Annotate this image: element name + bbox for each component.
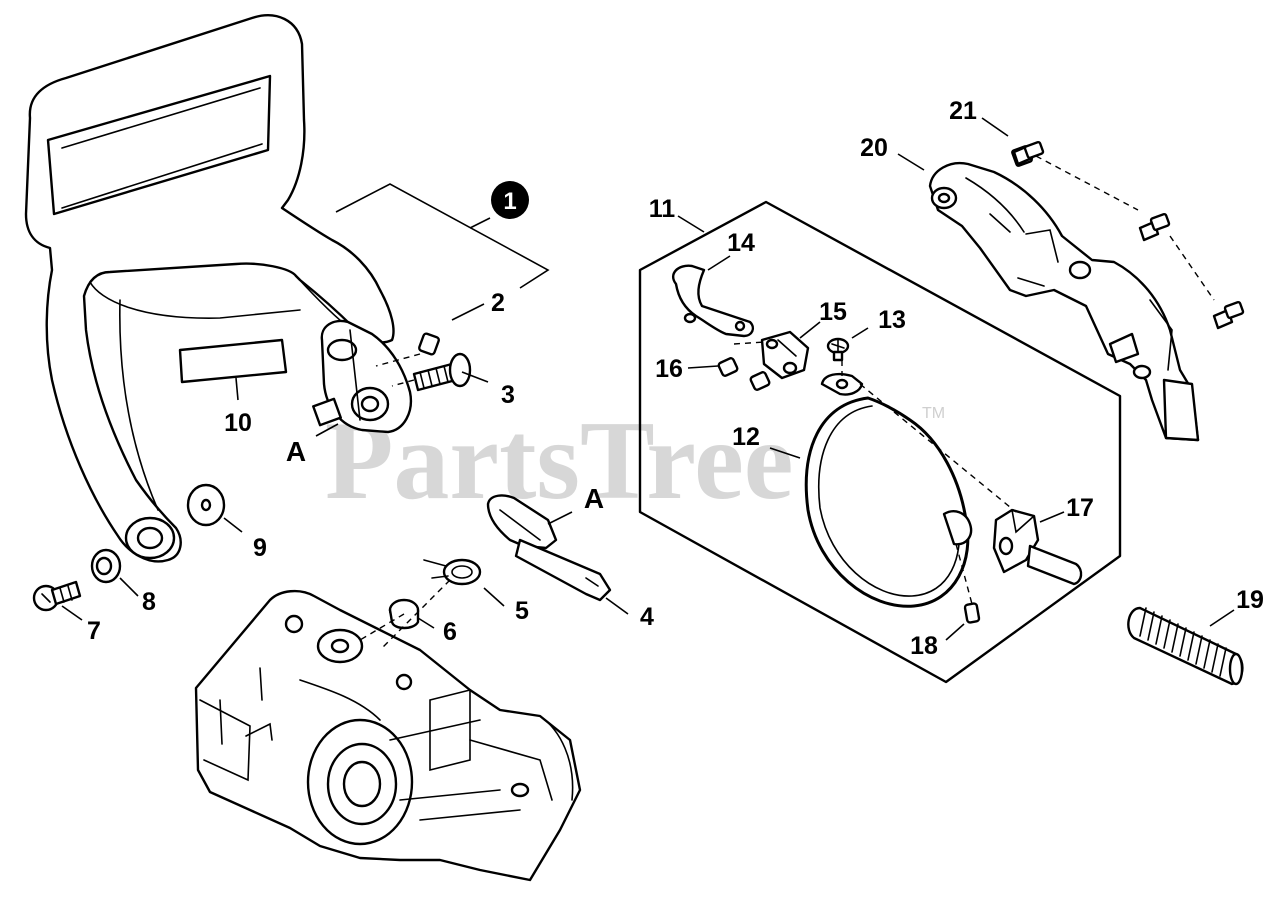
bolt-part-21[interactable]	[1011, 140, 1245, 330]
reference-a-right: A	[584, 483, 604, 514]
coil-spring-part-19[interactable]	[1127, 606, 1244, 686]
callout-21: 21	[949, 97, 977, 125]
callout-7: 7	[87, 617, 101, 645]
callout-1: 1	[503, 188, 516, 215]
brake-lever-assembly[interactable]	[312, 319, 413, 434]
callout-6: 6	[443, 618, 457, 646]
joint-part-15[interactable]	[760, 330, 810, 380]
callout-8: 8	[142, 588, 156, 616]
socket-screw-part-7[interactable]	[32, 580, 82, 612]
leader-lines	[61, 117, 1235, 651]
torsion-spring-part-5[interactable]	[423, 558, 482, 586]
callout-labels: 1 2 3 4 5 6 7 8 9 10 11 12 13 14 15 16 1…	[87, 97, 1264, 660]
screw-part-13[interactable]	[826, 337, 850, 362]
callout-14: 14	[727, 229, 755, 257]
callout-19: 19	[1236, 586, 1264, 614]
callout-5: 5	[515, 597, 529, 625]
callout-12: 12	[732, 423, 760, 451]
brake-lever-part-4[interactable]	[486, 494, 612, 602]
callout-1-badge	[491, 181, 529, 219]
chain-brake-handle[interactable]	[24, 14, 395, 563]
callout-13: 13	[878, 306, 906, 334]
pin-part-16[interactable]	[717, 357, 771, 391]
pin-part-2[interactable]	[418, 332, 440, 356]
callout-3: 3	[501, 381, 515, 409]
brake-band-kit-box	[638, 200, 1122, 684]
brake-cover-part-20[interactable]	[928, 161, 1200, 442]
pivot-block-part-17[interactable]	[992, 508, 1083, 586]
label-decal-10	[178, 338, 288, 384]
collar-part-8[interactable]	[90, 548, 122, 584]
callout-2: 2	[491, 289, 505, 317]
callout-17: 17	[1066, 494, 1094, 522]
callout-16: 16	[655, 355, 683, 383]
callout-11: 11	[649, 195, 676, 223]
brake-band-part-12[interactable]	[804, 372, 973, 608]
watermark-trademark: TM	[922, 405, 945, 422]
bushing-part-6[interactable]	[388, 598, 420, 630]
washer-part-9[interactable]	[186, 483, 226, 527]
link-part-14[interactable]	[671, 264, 755, 338]
callout-20: 20	[860, 134, 888, 162]
reference-a-left: A	[286, 436, 306, 467]
pin-part-18[interactable]	[963, 602, 981, 624]
crankcase-housing	[194, 589, 582, 882]
callout-18: 18	[910, 632, 938, 660]
callout-9: 9	[253, 534, 267, 562]
callout-15: 15	[819, 298, 847, 326]
callout-10: 10	[224, 409, 252, 437]
shoulder-bolt-part-3[interactable]	[412, 352, 472, 392]
callout-4: 4	[640, 603, 654, 631]
